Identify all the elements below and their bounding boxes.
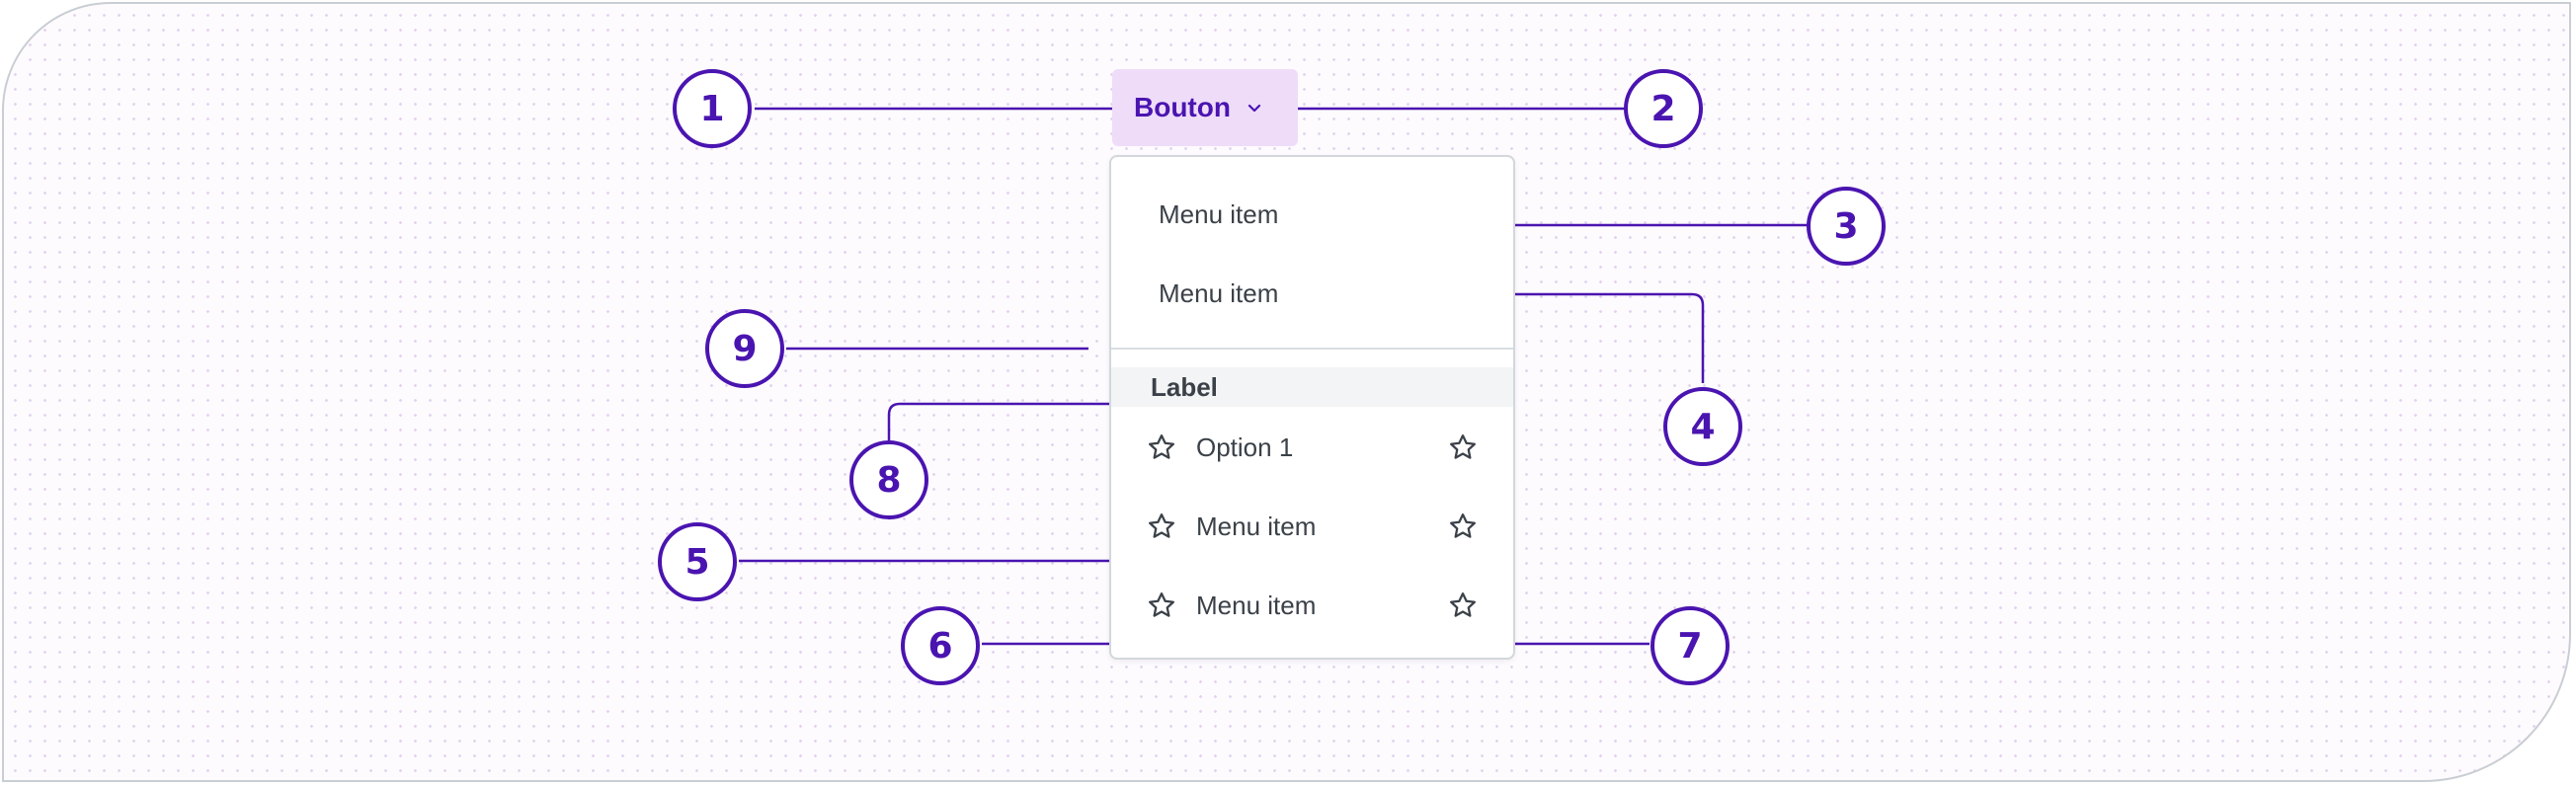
callout-9: 9 [705, 309, 784, 388]
star-outline-icon [1149, 513, 1174, 538]
menu-item-label: Menu item [1159, 198, 1279, 229]
menu-item[interactable]: Menu item [1111, 487, 1513, 566]
star-outline-icon [1450, 513, 1476, 538]
menu-group-label: Label [1111, 367, 1513, 407]
menu-item[interactable]: Menu item [1111, 566, 1513, 645]
callout-1: 1 [673, 69, 752, 148]
star-outline-icon [1149, 434, 1174, 459]
star-outline-icon [1450, 434, 1476, 459]
chevron-down-icon [1248, 104, 1261, 113]
callout-3: 3 [1807, 187, 1886, 266]
callout-4: 4 [1663, 387, 1742, 466]
dropdown-menu-panel: Menu item Menu item Label Option 1 Menu … [1109, 155, 1515, 660]
callout-2: 2 [1624, 69, 1703, 148]
callout-8: 8 [849, 440, 928, 519]
menu-item-label: Menu item [1196, 511, 1317, 541]
dropdown-trigger-button[interactable]: Bouton [1112, 69, 1298, 146]
menu-divider [1111, 348, 1513, 350]
menu-item[interactable]: Menu item [1111, 254, 1513, 333]
menu-item[interactable]: Menu item [1111, 175, 1513, 254]
menu-item-option-1[interactable]: Option 1 [1111, 408, 1513, 487]
dropdown-trigger-label: Bouton [1134, 92, 1231, 122]
menu-group-label-text: Label [1151, 371, 1218, 402]
star-outline-icon [1450, 592, 1476, 617]
menu-item-label: Option 1 [1196, 432, 1294, 462]
menu-item-label: Menu item [1196, 590, 1317, 620]
callout-6: 6 [901, 606, 980, 685]
star-outline-icon [1149, 592, 1174, 617]
menu-item-label: Menu item [1159, 277, 1279, 308]
callout-7: 7 [1650, 606, 1730, 685]
callout-5: 5 [658, 522, 737, 601]
